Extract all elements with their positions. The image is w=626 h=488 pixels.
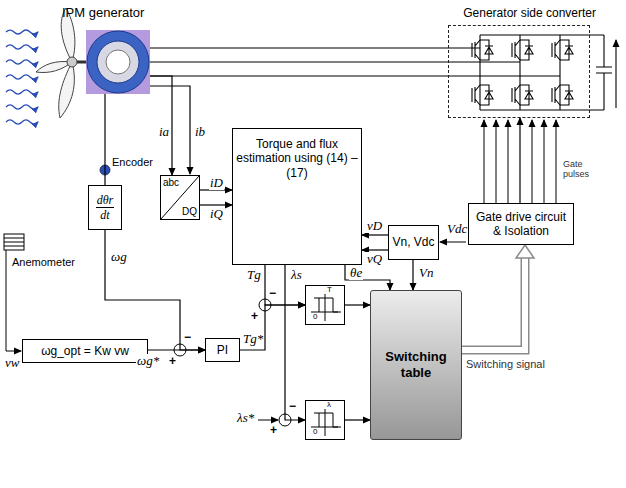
connector (362, 250, 388, 251)
hysteresis-symbol (306, 286, 344, 324)
sign: + (251, 310, 258, 322)
input-frame: abc (163, 177, 179, 189)
sign: − (269, 287, 276, 299)
connector (462, 245, 534, 350)
signal-label: ωg (110, 250, 128, 264)
signal-name: ib (194, 125, 206, 139)
signal-label: Tg (246, 268, 262, 282)
connector (240, 305, 305, 350)
zero-mark: 0 (313, 428, 317, 436)
zero-mark: 0 (313, 313, 317, 321)
generator: IPM generator (80, 5, 150, 94)
denominator: dt (100, 208, 109, 222)
box-text: Gate drive circuit & Isolation (471, 210, 571, 239)
connector (345, 305, 370, 306)
pi-controller: PI (205, 338, 240, 362)
flux-comparator: λ0 (305, 400, 345, 440)
box-text: Torque and flux estimation using (14) – … (235, 137, 359, 180)
signal-name: Vdc (446, 222, 468, 236)
anemometer-icon (4, 234, 24, 351)
connector (520, 118, 521, 203)
connector (105, 230, 205, 350)
switching-table: Switching table (370, 290, 462, 440)
sign: + (270, 424, 277, 436)
box-text: Switching table (373, 349, 459, 380)
connector (150, 76, 172, 175)
signal-label: vD (366, 219, 383, 233)
wind-arrows (6, 30, 38, 124)
part-label: Anemometer (12, 256, 75, 268)
connector (413, 260, 414, 290)
signal-label: Tg* (242, 332, 264, 346)
summing-junctions (174, 299, 291, 426)
voltage-box: Vn, Vdc (388, 225, 439, 260)
box-text: Vn, Vdc (392, 235, 434, 249)
connector (345, 265, 390, 290)
signal-label: Switching signal (466, 358, 545, 370)
converter-outline (448, 25, 590, 118)
signal-name: vw (4, 356, 20, 370)
heading: IPM generator (62, 5, 144, 20)
signal-label: iD (209, 176, 224, 190)
signal-label: Vn (418, 266, 434, 280)
converter-box: Generator side converter (448, 5, 590, 118)
box-text: PI (217, 343, 228, 357)
speed-reference-box: ωg_opt = Kw vw (22, 339, 148, 363)
signal-name: ia (158, 125, 170, 139)
derivative-block: dθrdt (88, 185, 122, 230)
comparator-symbol: T (327, 286, 332, 294)
turbine-blades (36, 8, 86, 118)
connector (285, 265, 305, 420)
signal-label: Gate pulses (563, 160, 595, 180)
part-label: Encoder (112, 156, 153, 168)
gate-drive-box: Gate drive circuit & Isolation (468, 203, 574, 245)
connector (200, 205, 232, 206)
connector (105, 94, 106, 185)
estimator-box: Torque and flux estimation using (14) – … (232, 128, 362, 265)
comparator-symbol: λ (327, 401, 331, 409)
sign: − (184, 331, 191, 343)
hysteresis-symbol (306, 401, 344, 439)
connector (148, 350, 205, 351)
box-text: ωg_opt = Kw vw (41, 344, 129, 358)
heading: Generator side converter (463, 6, 596, 20)
torque-comparator: T0 (305, 285, 345, 325)
numerator: dθr (96, 193, 115, 208)
sign: + (169, 355, 176, 367)
signal-label: θe (349, 266, 363, 280)
signal-name: λs* (236, 411, 255, 425)
connector (362, 235, 388, 236)
converter-bridge (472, 35, 616, 110)
sign: − (289, 400, 296, 412)
connector (150, 62, 448, 63)
signal-label: λs (290, 268, 303, 282)
output-frame: DQ (182, 206, 197, 218)
signal-label: vQ (366, 252, 383, 266)
signal-label: ωg* (136, 354, 160, 368)
signal-label: iQ (209, 207, 224, 221)
connector (345, 420, 370, 421)
connector (200, 190, 232, 191)
transform-block: abcDQ (160, 175, 200, 220)
